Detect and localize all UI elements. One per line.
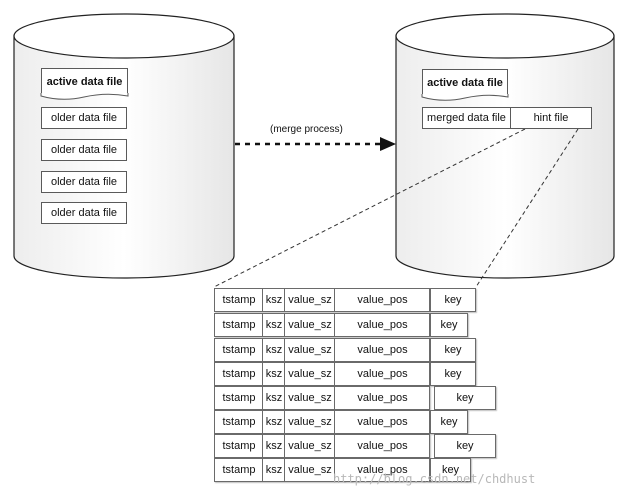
ksz-cell: ksz — [265, 440, 283, 452]
value-sz-cell: value_sz — [288, 294, 332, 306]
key-cell: key — [430, 313, 468, 337]
cell-divider — [284, 387, 285, 409]
cell-divider — [284, 459, 285, 481]
ksz-cell: ksz — [265, 294, 283, 306]
merge-process-label: (merge process) — [270, 124, 343, 135]
hint-file-label: hint file — [533, 112, 569, 124]
cell-divider — [334, 314, 335, 336]
cell-divider — [334, 363, 335, 385]
value-pos-cell: value_pos — [357, 416, 408, 428]
value-sz-cell: value_sz — [288, 464, 332, 476]
value-sz-cell: value_sz — [288, 344, 332, 356]
cell-divider — [284, 289, 285, 311]
merge-arrow — [235, 137, 396, 151]
cell-divider — [334, 339, 335, 361]
key-cell: key — [430, 288, 476, 312]
key-cell: key — [430, 362, 476, 386]
hint-table-row: tstamp ksz value_sz value_pos key — [214, 434, 496, 458]
cell-divider — [262, 289, 263, 311]
hint-file-projection-lines — [213, 128, 579, 288]
tstamp-cell: tstamp — [222, 416, 256, 428]
key-cell: key — [434, 386, 496, 410]
cell-divider — [284, 435, 285, 457]
hint-table-row: tstamp ksz value_sz value_pos key — [214, 458, 471, 482]
older-data-file-label: older data file — [50, 144, 118, 156]
left-active-data-file: active data file — [41, 68, 128, 94]
tstamp-cell: tstamp — [222, 392, 256, 404]
cell-divider — [334, 411, 335, 433]
tstamp-cell: tstamp — [222, 440, 256, 452]
cell-divider — [334, 459, 335, 481]
value-sz-cell: value_sz — [288, 440, 332, 452]
older-data-file-2: older data file — [41, 139, 127, 161]
value-pos-cell: value_pos — [357, 392, 408, 404]
tstamp-cell: tstamp — [222, 344, 256, 356]
merged-data-file-label: merged data file — [427, 112, 506, 124]
older-data-file-label: older data file — [50, 176, 118, 188]
older-data-file-4: older data file — [41, 202, 127, 224]
ksz-cell: ksz — [265, 464, 283, 476]
watermark: http://blog.csdn.net/chdhust — [333, 472, 536, 486]
value-pos-cell: value_pos — [357, 294, 408, 306]
ksz-cell: ksz — [265, 416, 283, 428]
hint-table-row: tstamp ksz value_sz value_pos key — [214, 313, 468, 337]
right-active-file-wave — [421, 94, 509, 101]
right-active-data-file: active data file — [422, 69, 508, 95]
cell-divider — [284, 339, 285, 361]
older-data-file-1: older data file — [41, 107, 127, 129]
older-data-file-3: older data file — [41, 171, 127, 193]
value-pos-cell: value_pos — [357, 319, 408, 331]
tstamp-cell: tstamp — [222, 464, 256, 476]
value-sz-cell: value_sz — [288, 368, 332, 380]
hint-table-row: tstamp ksz value_sz value_pos key — [214, 410, 468, 434]
ksz-cell: ksz — [265, 319, 283, 331]
value-pos-cell: value_pos — [357, 368, 408, 380]
ksz-cell: ksz — [265, 392, 283, 404]
cell-divider — [262, 459, 263, 481]
tstamp-cell: tstamp — [222, 294, 256, 306]
hint-table-row: tstamp ksz value_sz value_pos key — [214, 386, 496, 410]
left-active-data-file-label: active data file — [46, 75, 123, 88]
older-data-file-label: older data file — [50, 112, 118, 124]
hint-file: hint file — [510, 107, 592, 129]
hint-table-row: tstamp ksz value_sz value_pos key — [214, 288, 476, 312]
cell-divider — [284, 314, 285, 336]
cell-divider — [334, 387, 335, 409]
right-database-cylinder — [395, 13, 615, 279]
cell-divider — [284, 411, 285, 433]
value-sz-cell: value_sz — [288, 319, 332, 331]
key-cell: key — [430, 410, 468, 434]
key-cell: key — [430, 458, 471, 482]
cell-divider — [262, 314, 263, 336]
value-sz-cell: value_sz — [288, 416, 332, 428]
value-sz-cell: value_sz — [288, 392, 332, 404]
tstamp-cell: tstamp — [222, 368, 256, 380]
key-cell: key — [434, 434, 496, 458]
older-data-file-label: older data file — [50, 207, 118, 219]
value-pos-cell: value_pos — [357, 440, 408, 452]
cell-divider — [262, 363, 263, 385]
merged-data-file: merged data file — [422, 107, 511, 129]
ksz-cell: ksz — [265, 344, 283, 356]
cell-divider — [334, 435, 335, 457]
ksz-cell: ksz — [265, 368, 283, 380]
key-cell: key — [430, 338, 476, 362]
cell-divider — [284, 363, 285, 385]
hint-table-row: tstamp ksz value_sz value_pos key — [214, 362, 476, 386]
value-pos-cell: value_pos — [357, 464, 408, 476]
cell-divider — [334, 289, 335, 311]
cell-divider — [262, 411, 263, 433]
cell-divider — [262, 339, 263, 361]
cell-divider — [262, 387, 263, 409]
tstamp-cell: tstamp — [222, 319, 256, 331]
right-active-data-file-label: active data file — [427, 76, 503, 89]
left-active-file-wave — [40, 93, 129, 100]
value-pos-cell: value_pos — [357, 344, 408, 356]
cell-divider — [262, 435, 263, 457]
hint-table-row: tstamp ksz value_sz value_pos key — [214, 338, 476, 362]
